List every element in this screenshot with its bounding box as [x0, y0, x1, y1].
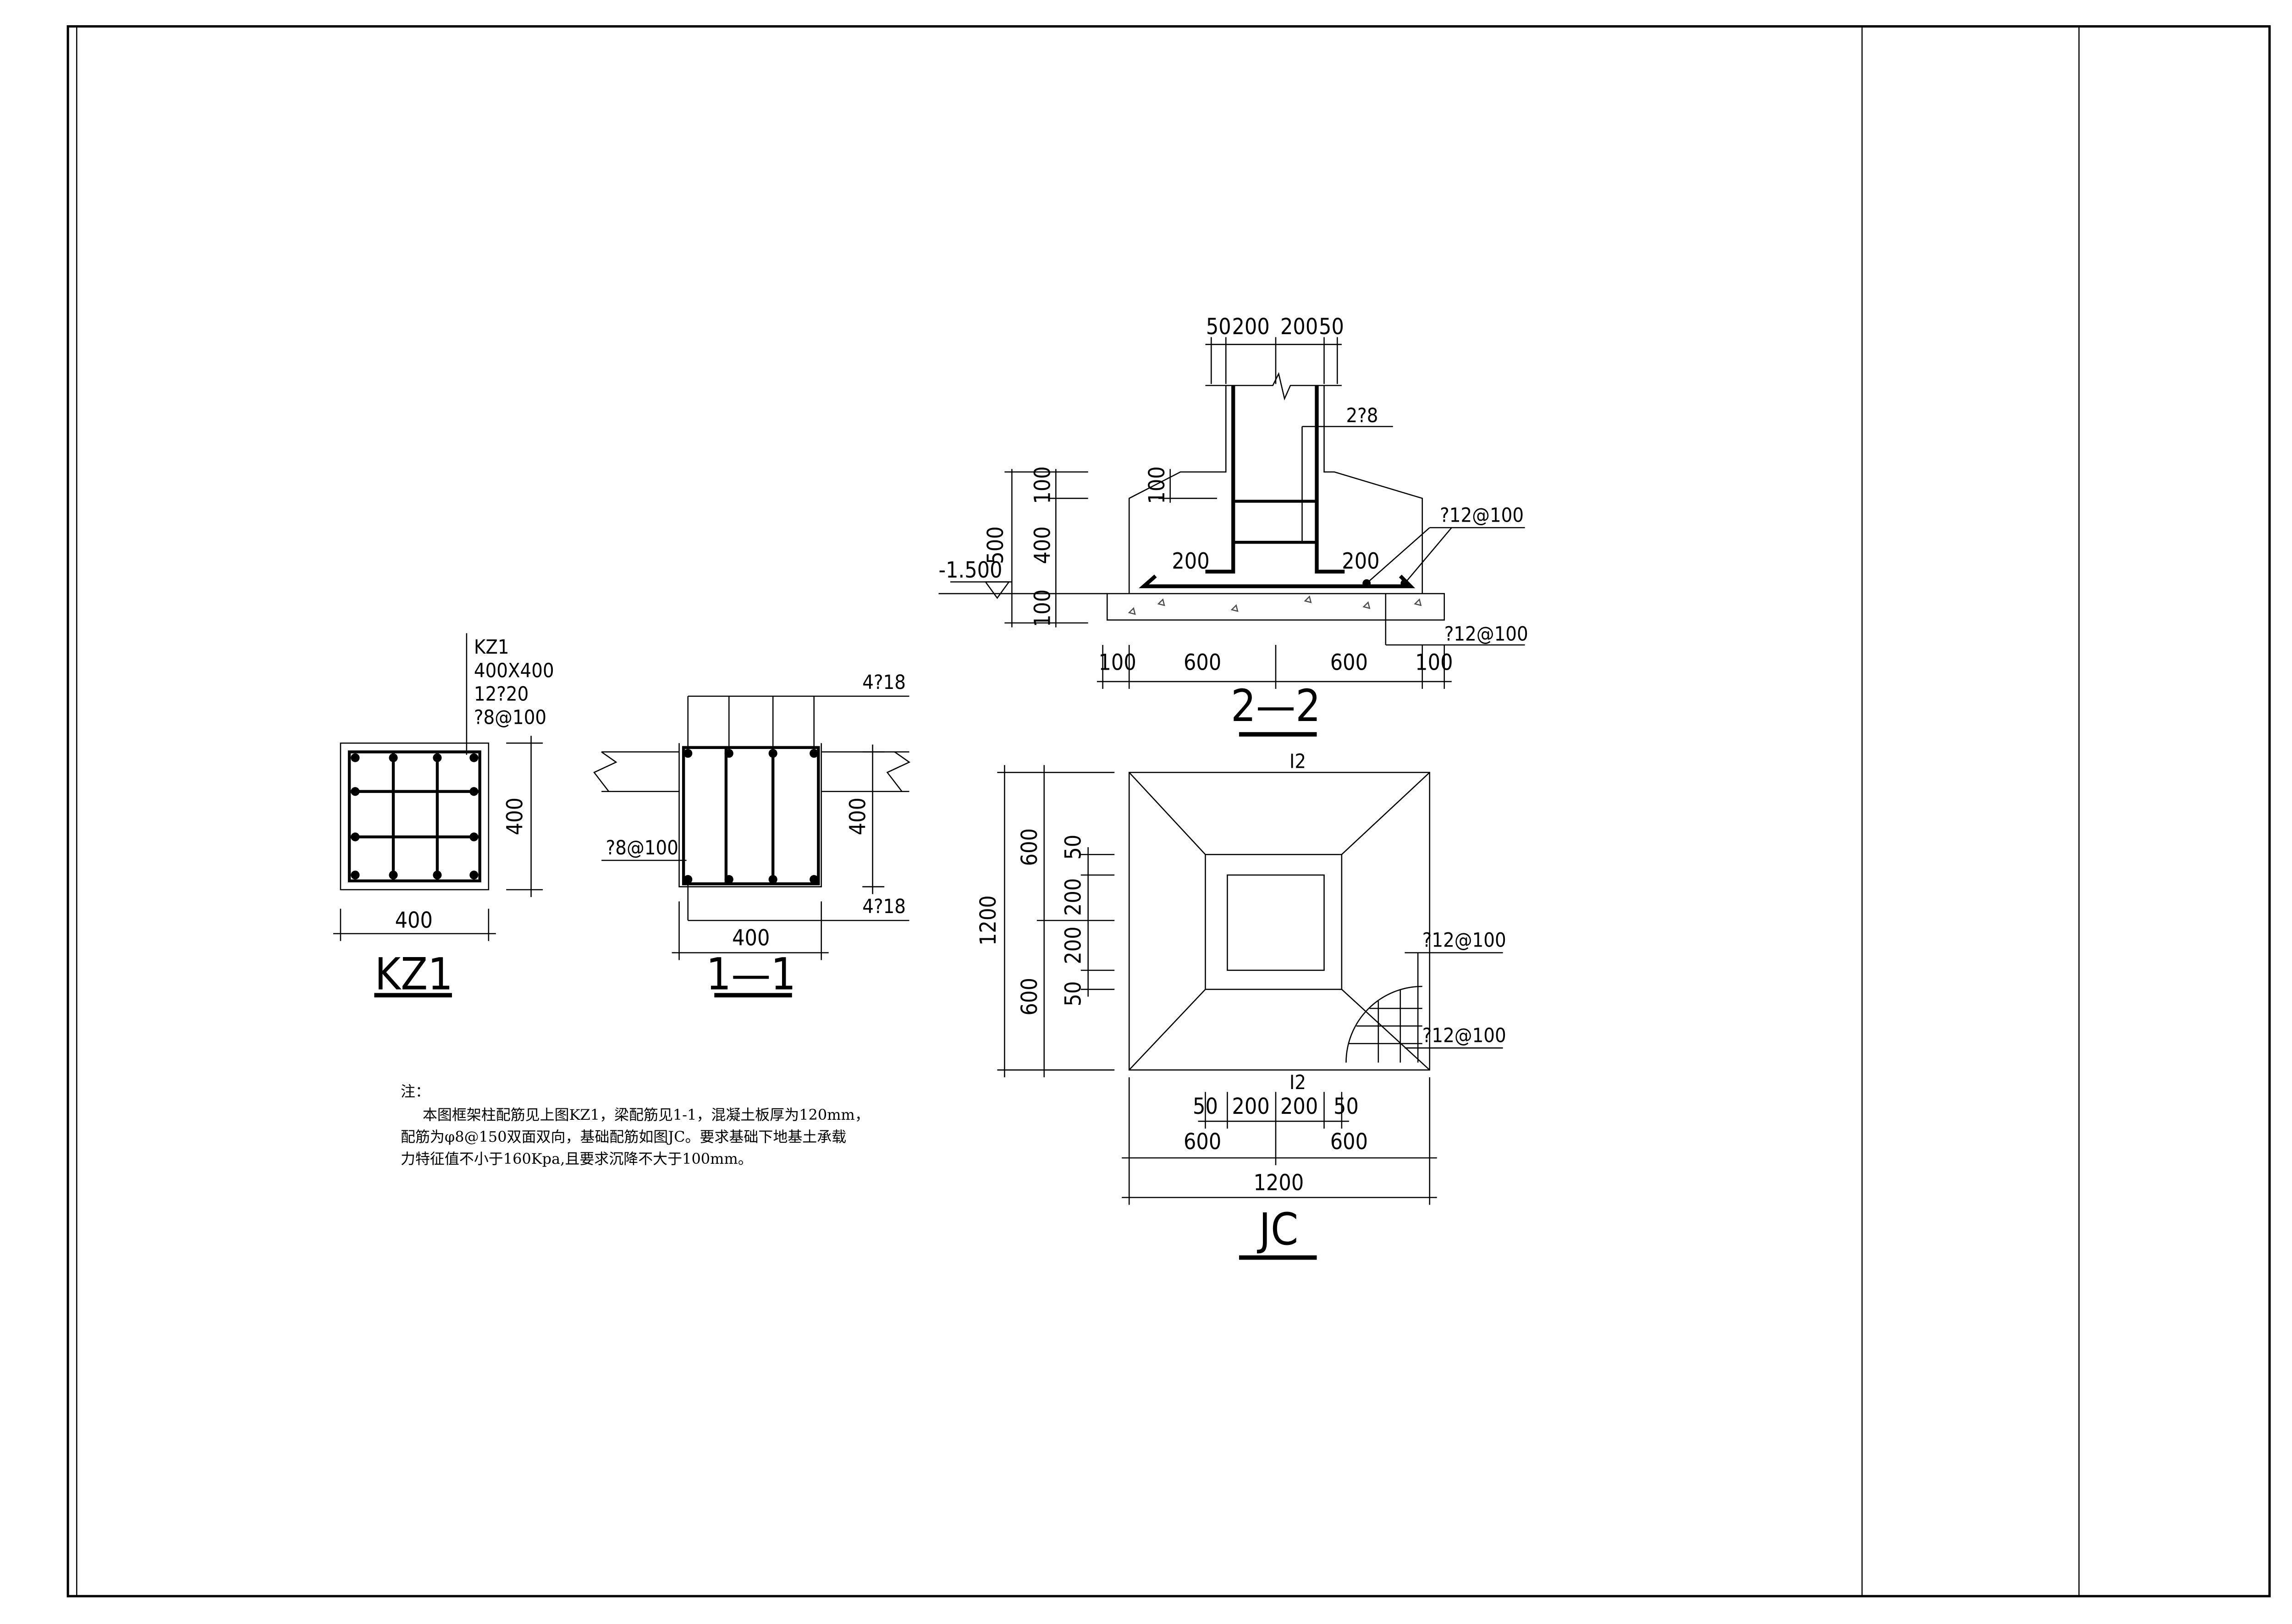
- bottom-dim-3: 600: [1330, 650, 1368, 675]
- jc-left-dim-inner-3: 200: [1061, 926, 1086, 964]
- jc-left-dim-mid-2: 600: [1017, 978, 1042, 1015]
- slope-dim: 100: [1144, 466, 1170, 504]
- sheet-frame: [66, 25, 2271, 1597]
- jc-rebar-1-label: ?12@100: [1422, 929, 1506, 952]
- section-2-2-footing: 50 200 200 50 200 200 2?8 ?12@100 ?12@10…: [938, 314, 1528, 737]
- kz1-dim-bottom: 400: [395, 908, 433, 933]
- kz1-title: KZ1: [375, 948, 453, 1000]
- top-dim-3: 200: [1280, 314, 1318, 340]
- left-dim-1: 100: [1030, 466, 1056, 504]
- beam-bottom-bars-label: 4?18: [862, 895, 906, 918]
- jc-left-dim-total: 1200: [975, 895, 1001, 946]
- jc-bottom-dim-inner-1: 50: [1193, 1094, 1218, 1119]
- concrete-hatch: [1128, 595, 1422, 615]
- kz1-label-name: KZ1: [474, 636, 509, 659]
- top-dim-2: 200: [1232, 314, 1269, 340]
- beam-top-bars-label: 4?18: [862, 671, 906, 694]
- rebar-top-label: ?12@100: [1440, 504, 1524, 527]
- jc-footing-plan: I2 I2 ?12@100 ?12@100 1200 600 600 50 20…: [975, 750, 1506, 1260]
- notes-heading: 注：: [401, 1083, 430, 1100]
- jc-left-dim-inner-2: 200: [1061, 878, 1086, 916]
- hook-left-label: 200: [1172, 549, 1209, 574]
- left-dim-total: 500: [983, 526, 1008, 564]
- jc-bottom-dim-inner-4: 50: [1333, 1094, 1359, 1119]
- section-2-2-title: 2—2: [1231, 680, 1321, 732]
- beam-dim-right: 400: [845, 798, 871, 835]
- beam-dim-bottom: 400: [732, 925, 770, 951]
- rebar-dots: [351, 753, 479, 880]
- elevation-label: -1.500: [939, 557, 1003, 583]
- section-1-1-beam: 4?18 4?18 ?8@100 400 400 1—1: [593, 671, 911, 1000]
- beam-stirrups-label: ?8@100: [606, 837, 678, 859]
- jc-bottom-dim-inner-3: 200: [1280, 1094, 1318, 1119]
- left-dim-3: 100: [1030, 589, 1056, 627]
- kz1-column-section: KZ1 400X400 12?20 ?8@100 400 400 KZ1: [333, 633, 554, 1000]
- jc-bottom-dim-total: 1200: [1254, 1170, 1304, 1195]
- rebar-detail: [1345, 952, 1422, 1063]
- jc-bottom-dim-mid-1: 600: [1184, 1129, 1221, 1155]
- bottom-dim-1: 100: [1098, 650, 1136, 675]
- top-dim-4: 50: [1319, 314, 1344, 340]
- bottom-dim-4: 100: [1415, 650, 1453, 675]
- section-mark-top: I2: [1289, 750, 1306, 773]
- top-dim-1: 50: [1206, 314, 1231, 340]
- jc-left-dim-inner-4: 50: [1061, 981, 1086, 1007]
- bottom-dim-2: 600: [1184, 650, 1221, 675]
- left-dim-2: 400: [1030, 526, 1056, 564]
- jc-left-dim-inner-1: 50: [1061, 835, 1086, 860]
- section-mark-bottom: I2: [1289, 1071, 1306, 1094]
- rebar-bottom-label: ?12@100: [1444, 622, 1528, 645]
- hook-right-label: 200: [1342, 549, 1379, 574]
- stirrup-label: 2?8: [1346, 404, 1378, 427]
- notes-line-1: 本图框架柱配筋见上图KZ1，梁配筋见1-1，混凝土板厚为120mm，: [423, 1106, 870, 1123]
- notes-line-3: 力特征值不小于160Kpa,且要求沉降不大于100mm。: [401, 1150, 753, 1167]
- kz1-label-main-bars: 12?20: [474, 683, 529, 705]
- jc-bottom-dim-inner-2: 200: [1232, 1094, 1269, 1119]
- notes-line-2: 配筋为φ8@150双面双向，基础配筋如图JC。要求基础下地基土承载: [401, 1128, 846, 1145]
- jc-left-dim-mid-1: 600: [1017, 828, 1042, 866]
- kz1-dim-right: 400: [502, 798, 528, 835]
- notes: 注： 本图框架柱配筋见上图KZ1，梁配筋见1-1，混凝土板厚为120mm， 配筋…: [401, 1083, 870, 1167]
- section-1-1-title: 1—1: [706, 948, 796, 1000]
- kz1-label-size: 400X400: [474, 659, 554, 682]
- jc-title: JC: [1257, 1204, 1299, 1255]
- jc-rebar-2-label: ?12@100: [1422, 1024, 1506, 1047]
- kz1-label-stirrups: ?8@100: [474, 706, 546, 729]
- jc-bottom-dim-mid-2: 600: [1330, 1129, 1368, 1155]
